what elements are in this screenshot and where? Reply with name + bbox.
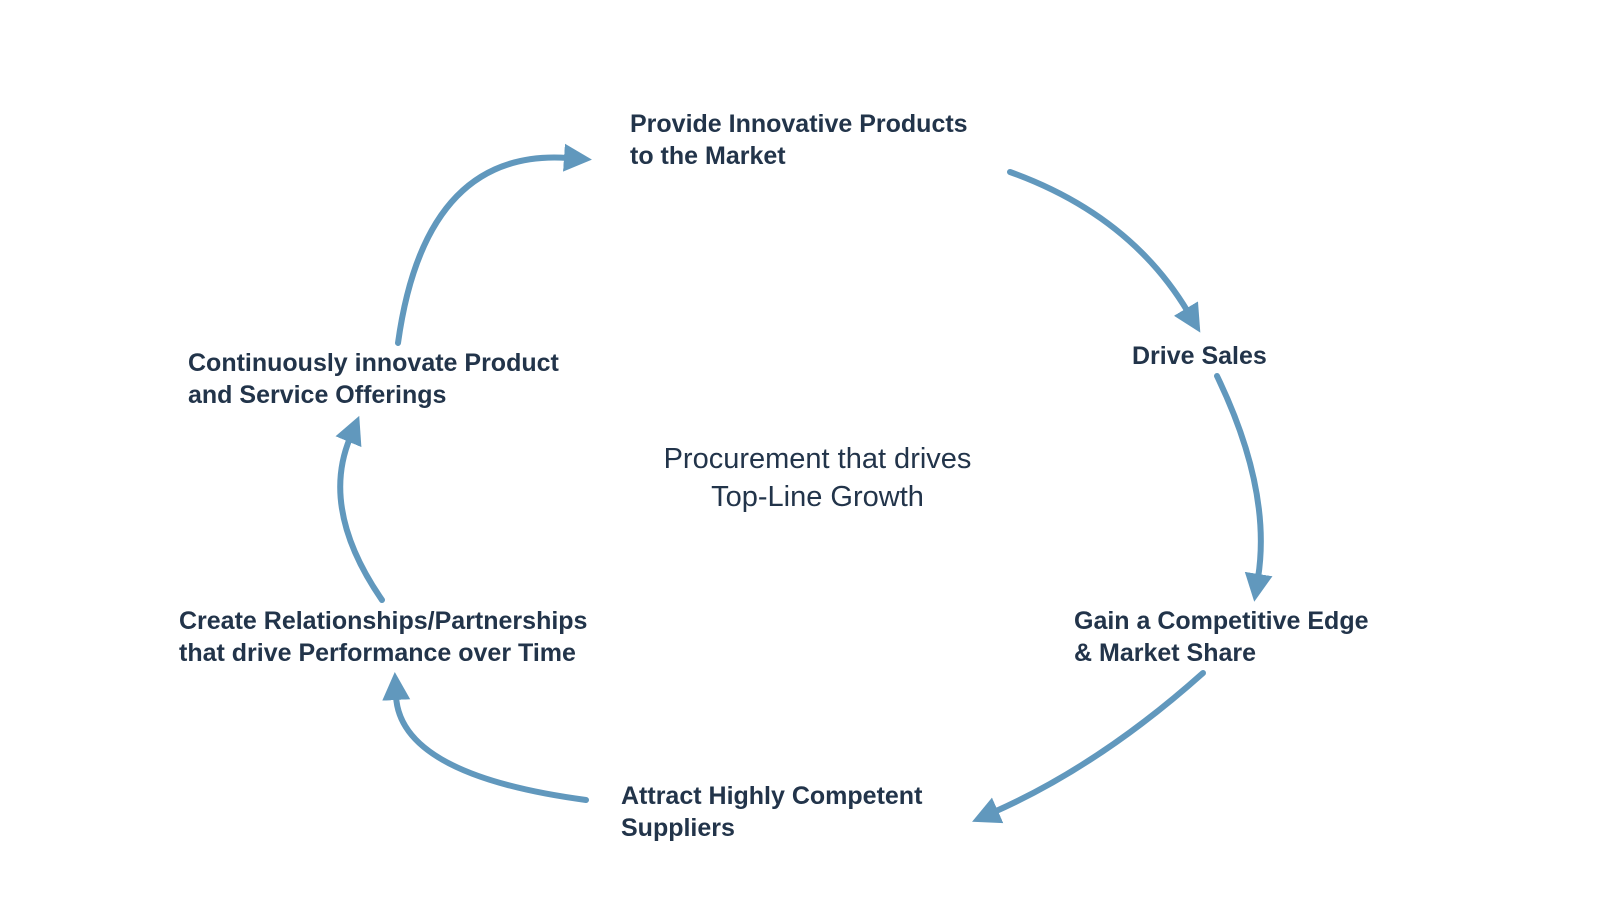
arrow-edge-to-suppliers <box>972 670 1206 824</box>
arrow-relationships-to-innovate <box>335 415 385 603</box>
node-create-relationships: Create Relationships/Partnerships that d… <box>179 605 587 669</box>
arrow-sales-to-edge <box>1214 373 1273 602</box>
node-label-line: that drive Performance over Time <box>179 639 576 667</box>
node-label-line: Drive Sales <box>1132 342 1267 370</box>
node-continuously-innovate: Continuously innovate Product and Servic… <box>188 347 559 411</box>
node-drive-sales: Drive Sales <box>1132 340 1267 372</box>
center-title: Procurement that drives Top-Line Growth <box>600 440 1035 516</box>
node-label-line: Create Relationships/Partnerships <box>179 607 588 635</box>
center-title-line: Procurement that drives <box>663 443 972 475</box>
node-attract-suppliers: Attract Highly Competent Suppliers <box>621 780 922 844</box>
node-label-line: Suppliers <box>621 814 735 842</box>
node-label-line: & Market Share <box>1074 639 1257 667</box>
node-label-line: to the Market <box>630 142 786 170</box>
arrow-suppliers-to-relationships <box>382 672 589 803</box>
node-provide-innovative-products: Provide Innovative Products to the Marke… <box>630 108 968 172</box>
node-label-line: Gain a Competitive Edge <box>1074 607 1369 635</box>
arrow-provide-to-sales <box>1007 169 1201 333</box>
node-label-line: Continuously innovate Product <box>188 349 559 377</box>
node-label-line: and Service Offerings <box>188 381 447 409</box>
arrow-innovate-to-provide <box>395 143 592 346</box>
node-label-line: Attract Highly Competent <box>621 782 923 810</box>
node-label-line: Provide Innovative Products <box>630 110 968 138</box>
center-title-line: Top-Line Growth <box>711 481 924 513</box>
node-competitive-edge: Gain a Competitive Edge & Market Share <box>1074 605 1369 669</box>
